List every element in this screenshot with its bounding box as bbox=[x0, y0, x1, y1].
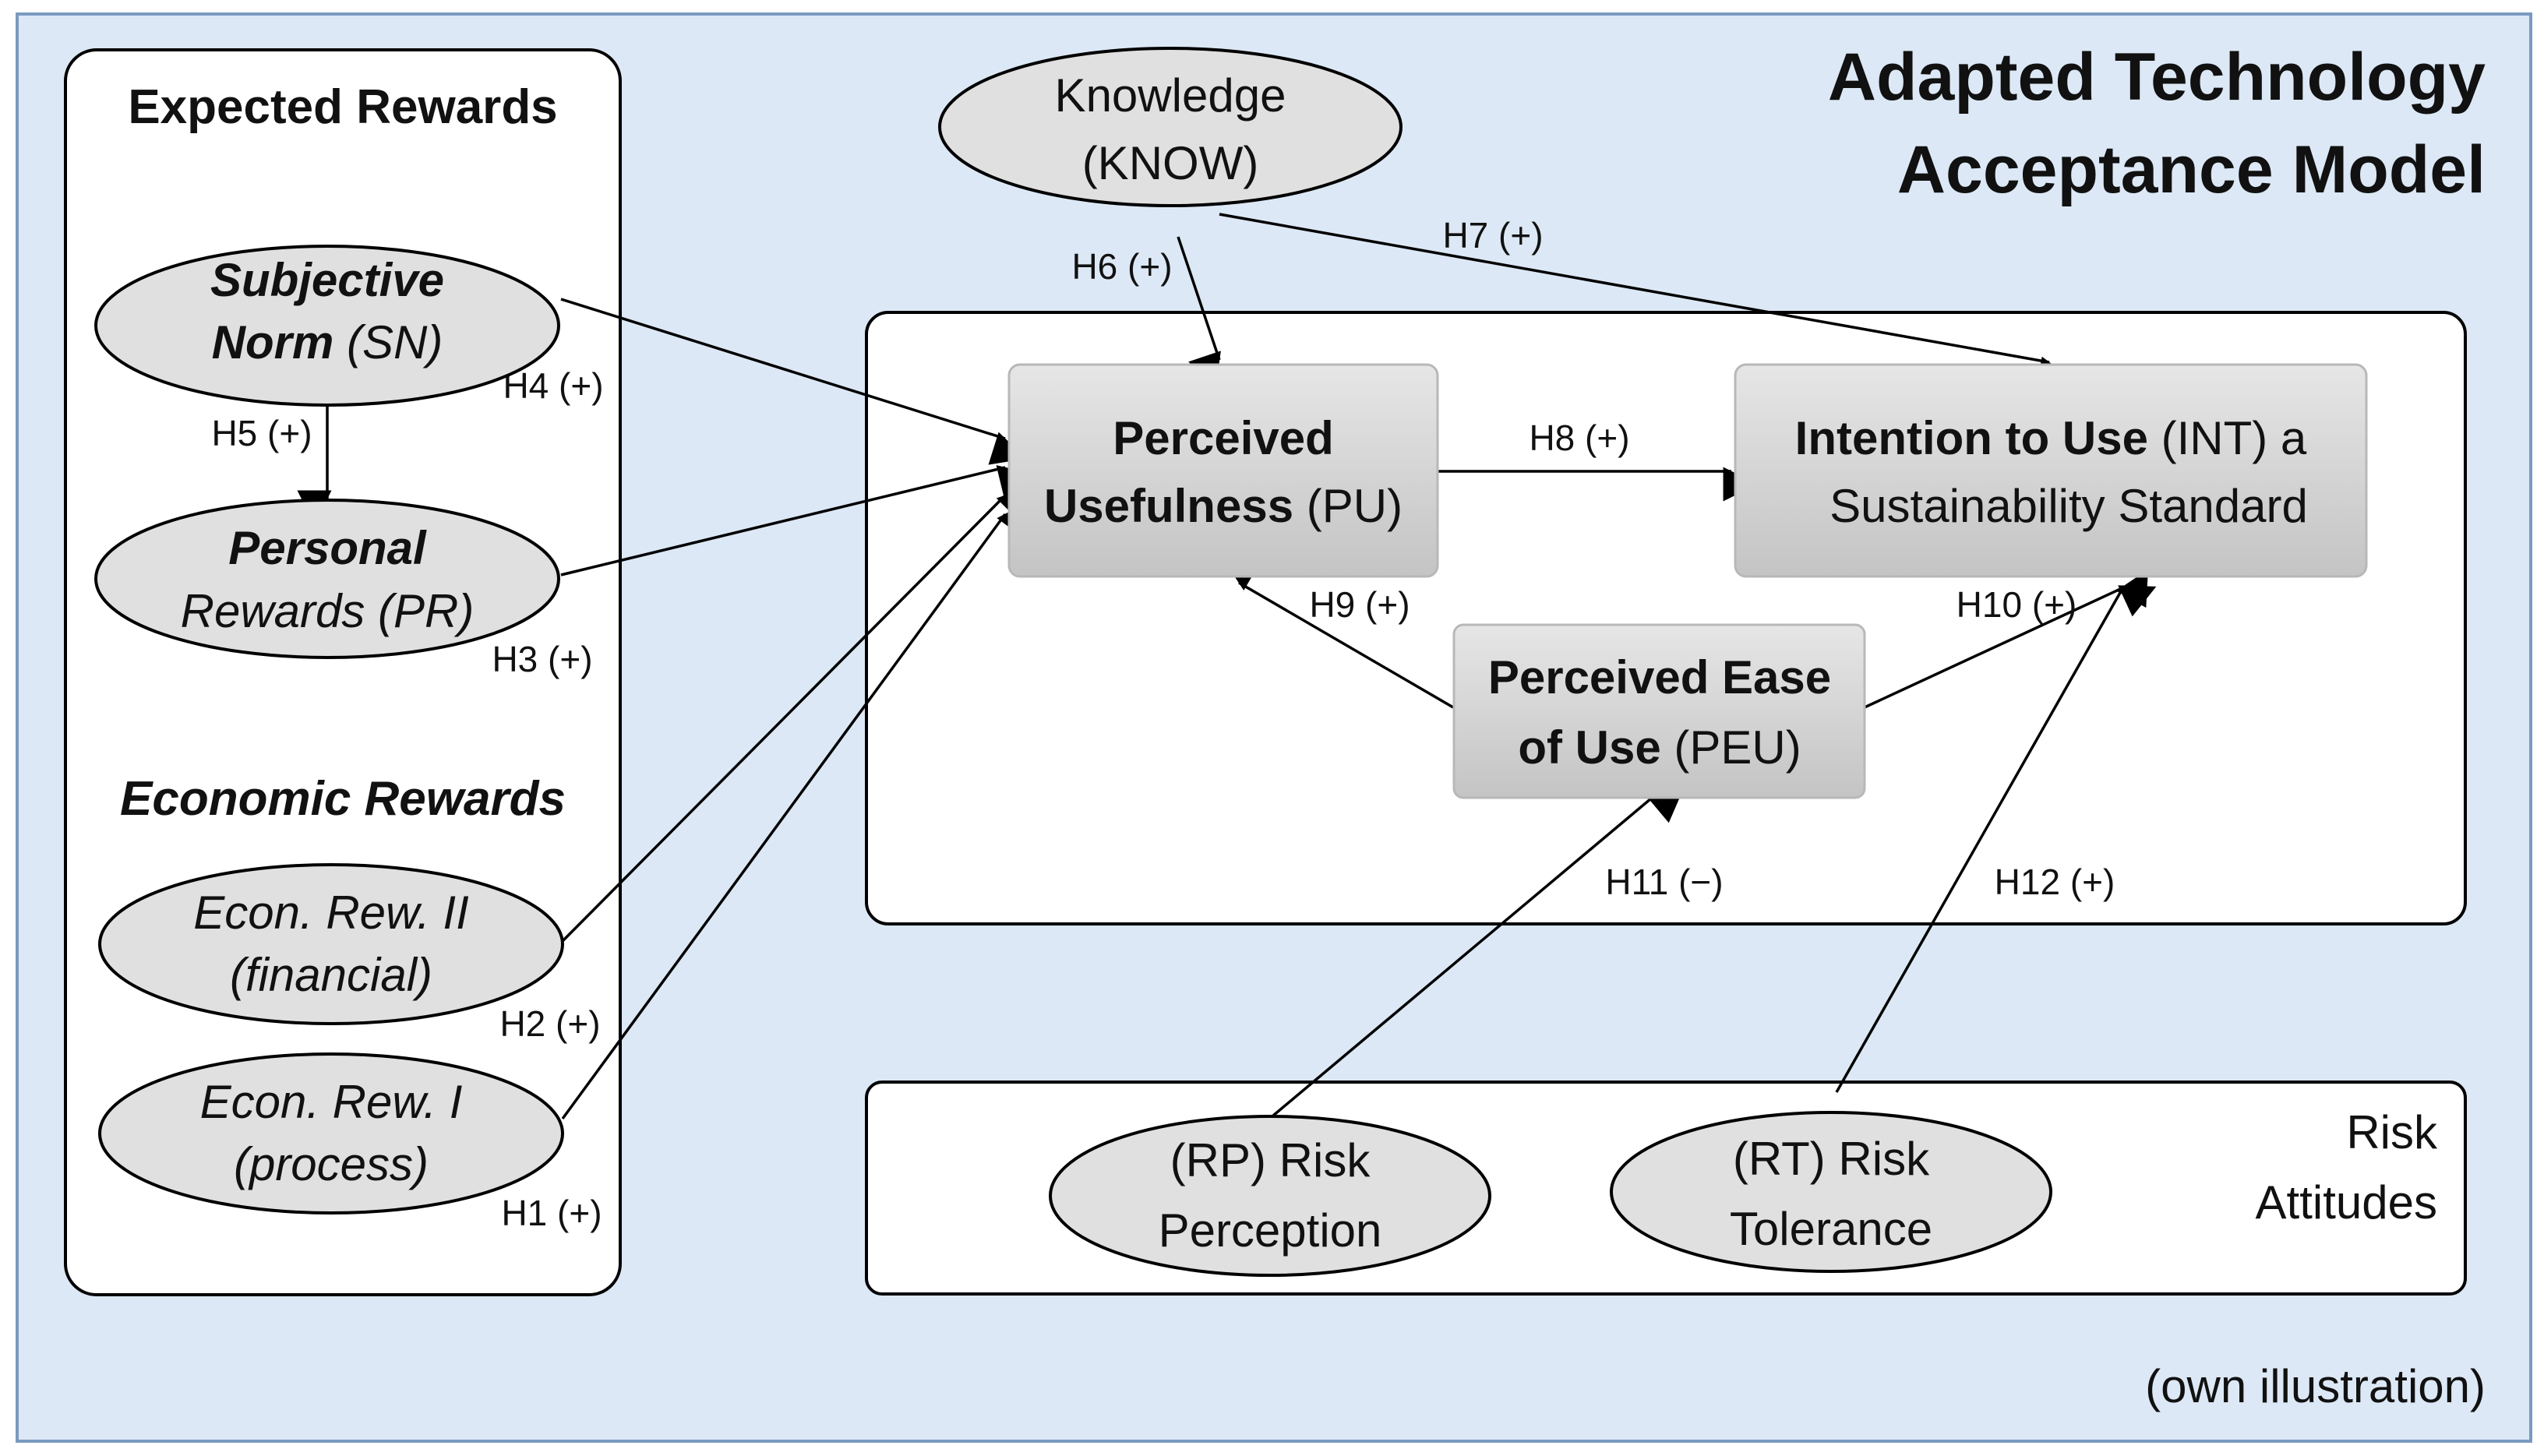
node-pu-line1: Perceived bbox=[1113, 412, 1334, 464]
label-h5: H5 (+) bbox=[211, 413, 312, 453]
diagram-title-line2: Acceptance Model bbox=[1897, 132, 2486, 207]
edge-rt-int bbox=[1835, 569, 2148, 1093]
node-rp-line1: (RP) Risk bbox=[1170, 1134, 1371, 1186]
node-int-line1: Intention to Use (INT) a bbox=[1795, 412, 2307, 464]
node-er2-line2: (financial) bbox=[230, 949, 432, 1001]
edge-rp-peu bbox=[1272, 788, 1685, 1117]
node-econ-rewards-process bbox=[98, 1052, 564, 1215]
economic-rewards-label: Economic Rewards bbox=[120, 772, 566, 826]
node-pr-line1: Personal bbox=[228, 522, 427, 574]
node-perceived-ease-of-use bbox=[1452, 623, 1866, 799]
node-risk-perception bbox=[1049, 1115, 1491, 1277]
node-peu-line1: Perceived Ease bbox=[1488, 651, 1831, 703]
node-peu-line2: of Use (PEU) bbox=[1518, 721, 1801, 774]
label-h11: H11 (−) bbox=[1605, 862, 1723, 902]
label-h7: H7 (+) bbox=[1442, 215, 1543, 256]
node-pr-line2: Rewards (PR) bbox=[181, 585, 475, 637]
edge-peu-pu bbox=[1223, 558, 1454, 709]
node-knowledge-line1: Knowledge bbox=[1055, 69, 1286, 122]
risk-attitudes-label-line2: Attitudes bbox=[2256, 1176, 2437, 1229]
node-er1-line2: (process) bbox=[234, 1138, 429, 1190]
label-h2: H2 (+) bbox=[499, 1003, 600, 1044]
label-h8: H8 (+) bbox=[1529, 418, 1629, 458]
label-h10: H10 (+) bbox=[1957, 584, 2077, 625]
node-knowledge bbox=[938, 47, 1403, 207]
node-int-line2: Sustainability Standard bbox=[1829, 480, 2308, 532]
edge-pr-pu bbox=[560, 465, 1034, 576]
label-h3: H3 (+) bbox=[492, 639, 592, 679]
label-h9: H9 (+) bbox=[1309, 584, 1410, 625]
footer-note: (own illustration) bbox=[2145, 1360, 2486, 1412]
node-rt-line2: Tolerance bbox=[1730, 1203, 1932, 1255]
node-econ-rewards-financial bbox=[98, 863, 564, 1025]
node-knowledge-line2: (KNOW) bbox=[1082, 137, 1259, 189]
label-h6: H6 (+) bbox=[1071, 246, 1172, 287]
node-rp-line2: Perception bbox=[1159, 1204, 1382, 1257]
node-er1-line1: Econ. Rew. I bbox=[200, 1076, 463, 1128]
expected-rewards-label: Expected Rewards bbox=[128, 80, 557, 134]
node-intention-to-use bbox=[1734, 363, 2368, 578]
node-perceived-usefulness bbox=[1007, 363, 1439, 578]
label-h1: H1 (+) bbox=[501, 1193, 602, 1233]
node-pu-line2: Usefulness (PU) bbox=[1044, 480, 1403, 532]
edge-sn-pu bbox=[560, 298, 1027, 465]
edge-er1-pu bbox=[561, 500, 1032, 1120]
node-sn-line2: Norm (SN) bbox=[212, 316, 443, 368]
label-h12: H12 (+) bbox=[1995, 862, 2115, 902]
node-subjective-norm bbox=[94, 245, 560, 407]
node-risk-tolerance bbox=[1610, 1111, 2052, 1273]
edge-peu-int bbox=[1864, 584, 2157, 709]
risk-attitudes-label-line1: Risk bbox=[2346, 1106, 2438, 1158]
edge-er2-pu bbox=[561, 485, 1033, 943]
node-er2-line1: Econ. Rew. II bbox=[193, 887, 469, 939]
node-sn-line1: Subjective bbox=[210, 254, 444, 306]
node-rt-line1: (RT) Risk bbox=[1733, 1133, 1930, 1185]
label-h4: H4 (+) bbox=[503, 365, 603, 406]
node-personal-rewards bbox=[94, 499, 560, 659]
edge-know-int bbox=[1219, 213, 2073, 391]
diagram-title-line1: Adapted Technology bbox=[1828, 40, 2486, 115]
edge-know-pu bbox=[1177, 236, 1221, 390]
